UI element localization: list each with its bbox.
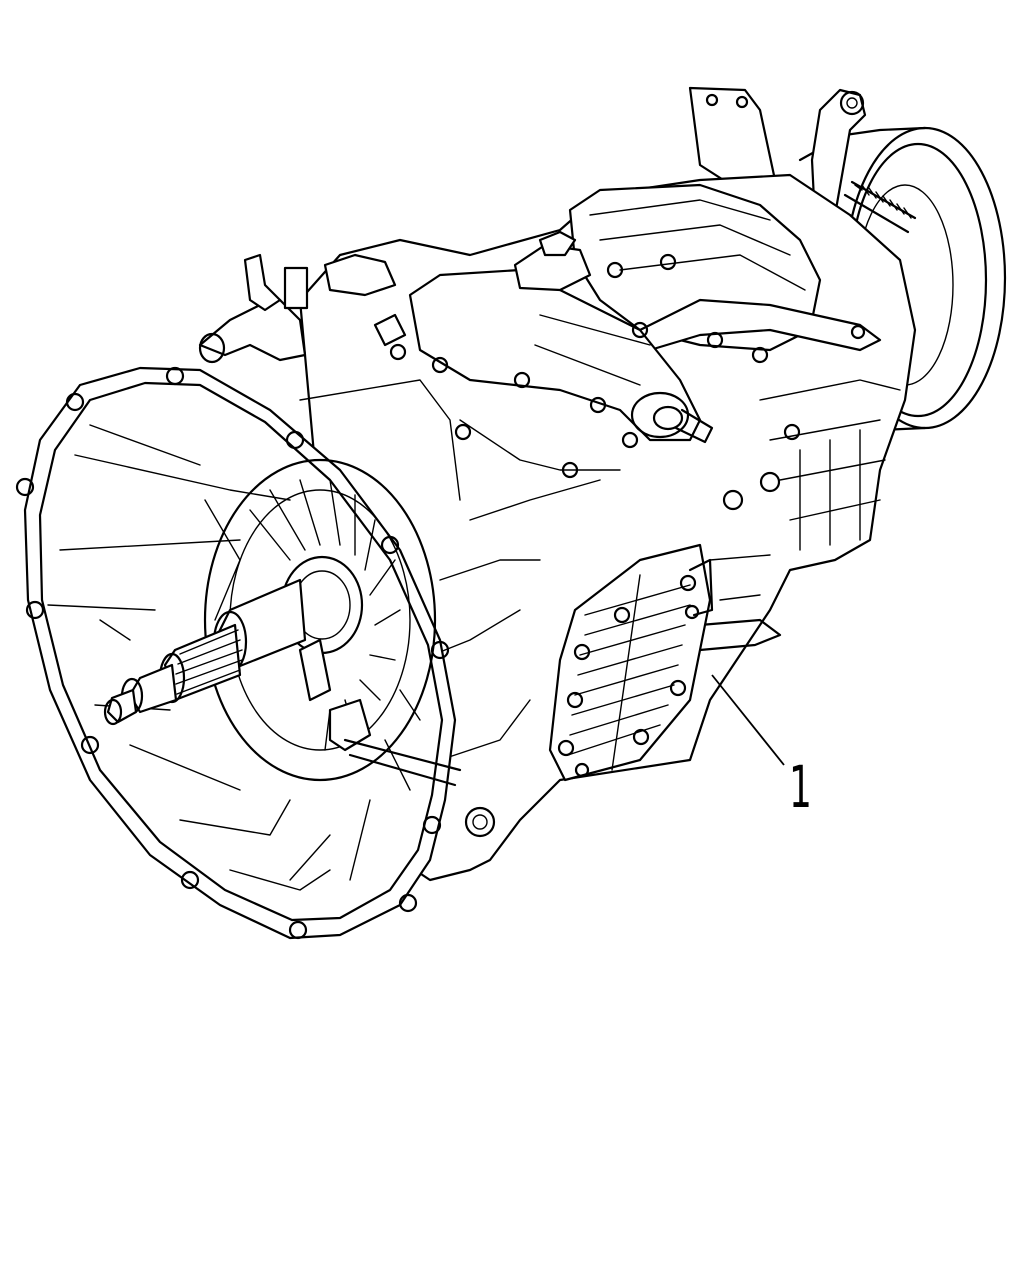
release-bearing bbox=[298, 638, 496, 838]
side-cover-plate bbox=[548, 543, 714, 782]
callout-leader-1 bbox=[711, 674, 785, 766]
gearbox-main-case bbox=[198, 173, 917, 882]
release-lever bbox=[810, 88, 917, 234]
input-shaft bbox=[103, 555, 364, 726]
callout-number-1: 1 bbox=[789, 753, 812, 821]
